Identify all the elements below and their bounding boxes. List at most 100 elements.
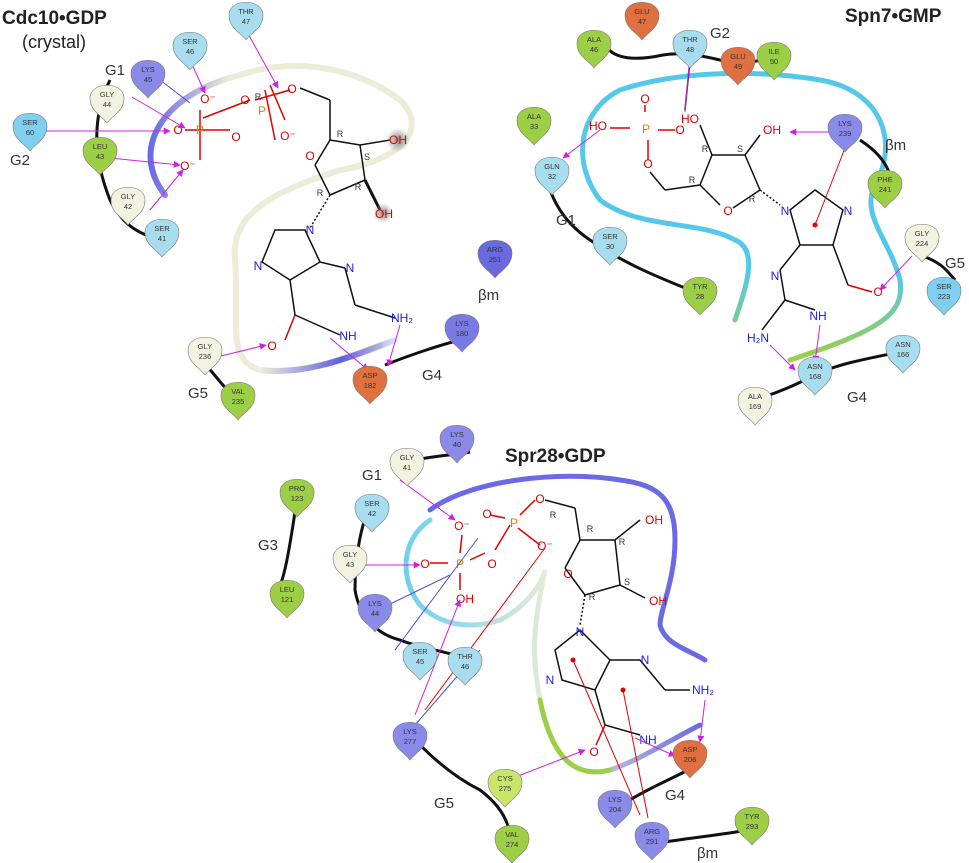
motif-label: βm bbox=[478, 287, 499, 304]
atom-o: O bbox=[563, 567, 572, 581]
residue-name: SER bbox=[602, 232, 618, 241]
stereo-r: R bbox=[749, 194, 756, 204]
hbond-arrows bbox=[562, 54, 913, 371]
residue-number: 235 bbox=[232, 397, 245, 406]
stereo-r: R bbox=[587, 524, 594, 534]
residue-number: 274 bbox=[506, 840, 519, 849]
residue-number: 42 bbox=[368, 509, 376, 518]
motif-label: βm bbox=[697, 845, 718, 862]
residue-number: 121 bbox=[281, 595, 294, 604]
residue-name: ALA bbox=[587, 35, 601, 44]
residue-marker bbox=[885, 335, 921, 374]
residue-marker bbox=[734, 807, 770, 846]
residue-name: VAL bbox=[231, 387, 245, 396]
atom-p: P bbox=[258, 104, 266, 118]
residue-name: TYR bbox=[745, 812, 761, 821]
atom-oh: OH bbox=[645, 513, 663, 527]
atom-o: O bbox=[231, 130, 240, 144]
residue-number: 44 bbox=[371, 609, 379, 618]
motif-label: G3 bbox=[258, 537, 278, 554]
residue-number: 275 bbox=[499, 784, 512, 793]
residue-name: CYS bbox=[497, 774, 512, 783]
residue-number: 180 bbox=[456, 329, 469, 338]
residue-name: SER bbox=[412, 647, 428, 656]
atom-o: O bbox=[589, 745, 598, 759]
residue-marker bbox=[402, 642, 438, 681]
motif-label: G4 bbox=[847, 389, 867, 406]
residue-marker bbox=[389, 448, 425, 487]
ligand-gdp bbox=[185, 84, 396, 341]
panel-spr28: Spr28•GDP bbox=[258, 425, 770, 863]
residue-number: 239 bbox=[839, 129, 852, 138]
residue-name: SER bbox=[182, 37, 198, 46]
residue-marker bbox=[720, 47, 756, 86]
residue-name: SER bbox=[364, 499, 380, 508]
atom-n: N bbox=[546, 673, 555, 687]
stereo-r: R bbox=[689, 175, 696, 185]
residue-number: 223 bbox=[938, 292, 951, 301]
residue-number: 41 bbox=[158, 234, 166, 243]
residue-marker bbox=[332, 545, 368, 584]
atom-o: O bbox=[643, 157, 652, 171]
residue-marker bbox=[220, 382, 256, 421]
residue-marker bbox=[352, 366, 388, 405]
residue-number: 123 bbox=[291, 494, 304, 503]
residue-name: GLY bbox=[121, 192, 135, 201]
residue-marker bbox=[144, 219, 180, 258]
atom-ho: HO bbox=[681, 112, 699, 126]
residue-marker bbox=[672, 740, 708, 779]
residue-marker bbox=[447, 647, 483, 686]
residue-marker bbox=[534, 157, 570, 196]
residue-name: LYS bbox=[368, 599, 382, 608]
residue-name: LYS bbox=[455, 319, 469, 328]
solvent-exposure-belt bbox=[580, 70, 904, 363]
residue-number: 47 bbox=[242, 17, 250, 26]
